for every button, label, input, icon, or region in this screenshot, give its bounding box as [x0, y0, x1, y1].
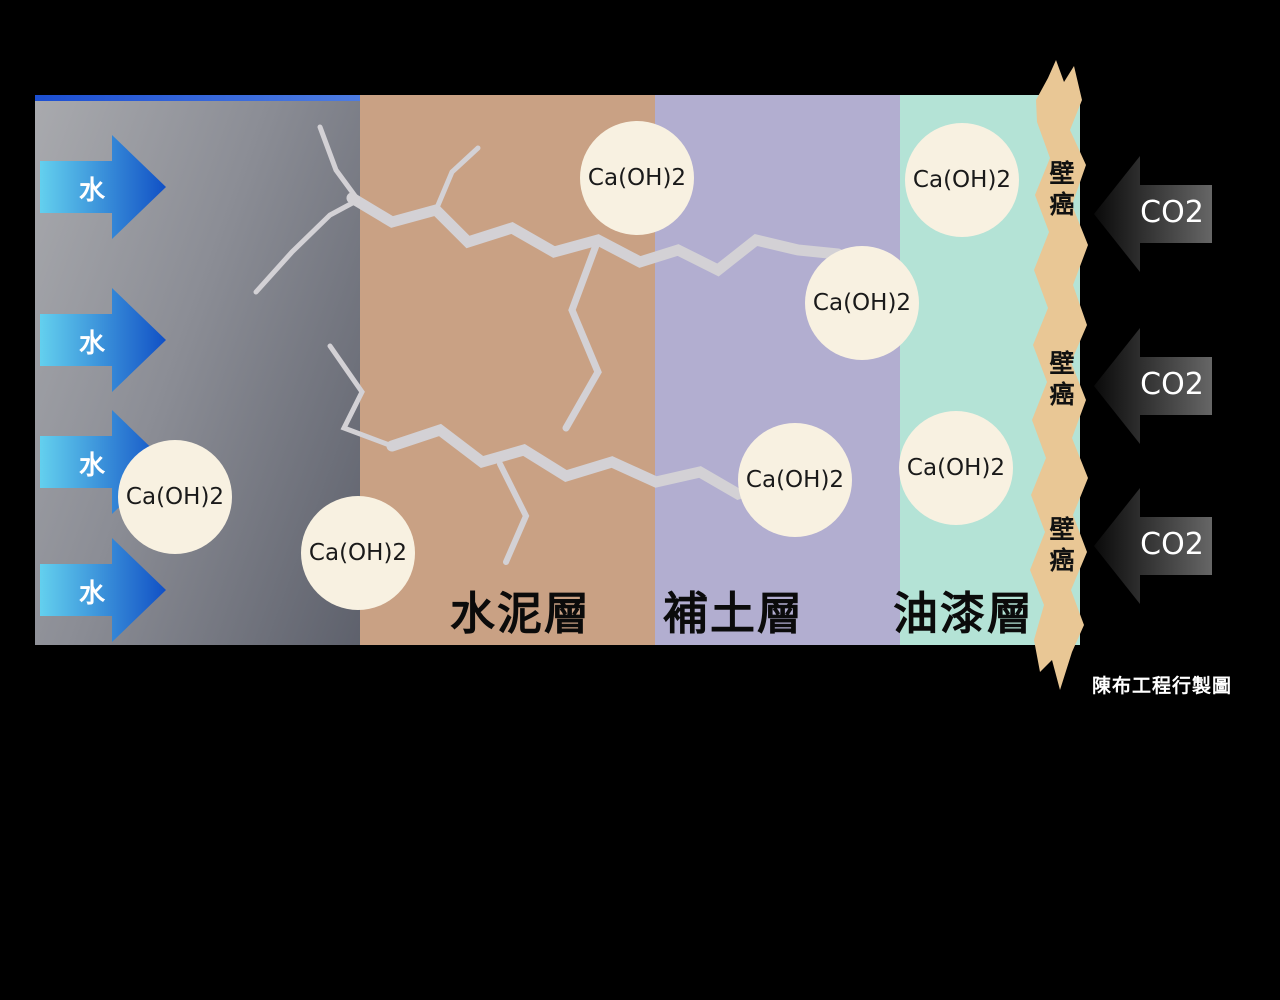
- putty-layer: [655, 95, 900, 645]
- caoh2-label: Ca(OH)2: [587, 165, 687, 191]
- caoh2-label: Ca(OH)2: [308, 540, 408, 566]
- paint-layer-label: 油漆層: [893, 587, 1035, 640]
- caoh2-label: Ca(OH)2: [912, 167, 1012, 193]
- co2-arrow-label: CO2: [1140, 367, 1204, 402]
- water-arrow-label: 水: [78, 579, 105, 609]
- wall-top-edge: [35, 95, 360, 101]
- putty-layer-label: 補土層: [663, 587, 805, 640]
- caoh2-molecule: Ca(OH)2: [580, 121, 694, 235]
- efflorescence-label: 壁癌: [1046, 160, 1075, 222]
- co2-arrow-label: CO2: [1140, 195, 1204, 230]
- cement-layer-label: 水泥層: [450, 587, 592, 640]
- water-arrow-label: 水: [78, 329, 105, 359]
- caoh2-molecule: Ca(OH)2: [805, 246, 919, 360]
- caoh2-label: Ca(OH)2: [745, 467, 845, 493]
- caoh2-molecule: Ca(OH)2: [899, 411, 1013, 525]
- efflorescence-label: 壁癌: [1046, 350, 1075, 412]
- credit-text: 陳布工程行製圖: [1091, 675, 1232, 697]
- water-arrow-label: 水: [78, 176, 105, 206]
- water-arrow-label: 水: [78, 451, 105, 481]
- caoh2-label: Ca(OH)2: [906, 455, 1006, 481]
- caoh2-molecule: Ca(OH)2: [301, 496, 415, 610]
- caoh2-molecule: Ca(OH)2: [738, 423, 852, 537]
- efflorescence-label: 壁癌: [1046, 516, 1075, 578]
- caoh2-label: Ca(OH)2: [812, 290, 912, 316]
- caoh2-molecule: Ca(OH)2: [118, 440, 232, 554]
- co2-arrow-label: CO2: [1140, 527, 1204, 562]
- caoh2-label: Ca(OH)2: [125, 484, 225, 510]
- caoh2-molecule: Ca(OH)2: [905, 123, 1019, 237]
